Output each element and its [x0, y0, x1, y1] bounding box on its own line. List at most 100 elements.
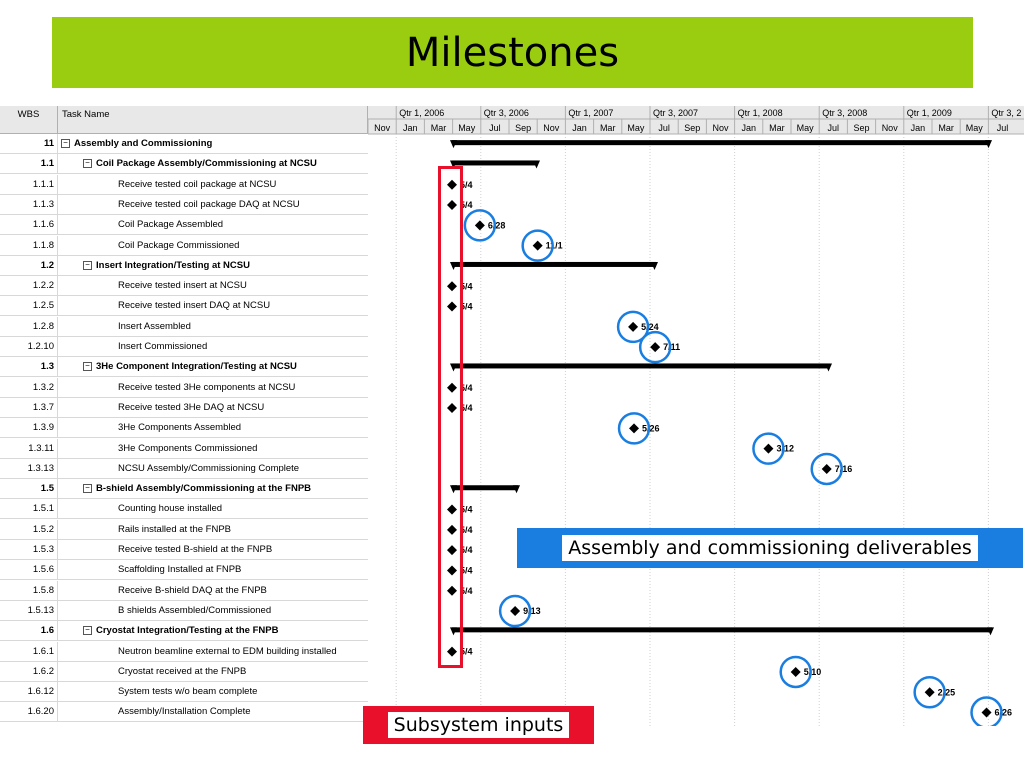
- task-name-text: Receive tested B-shield at the FNPB: [118, 544, 273, 555]
- month-label: Sep: [515, 123, 531, 133]
- month-label: Jan: [911, 123, 926, 133]
- month-label: Jan: [572, 123, 587, 133]
- task-name-cell: Insert Commissioned: [58, 337, 368, 356]
- wbs-cell: 1.2.10: [0, 337, 58, 356]
- wbs-header-label: WBS: [17, 109, 40, 120]
- task-name-text: Receive B-shield DAQ at the FNPB: [118, 584, 267, 596]
- quarter-label: Qtr 3, 2006: [484, 108, 529, 118]
- task-name-text: Coil Package Assembled: [118, 219, 224, 231]
- wbs-cell: 1.6: [0, 621, 58, 641]
- milestone-date-label: 5/4: [460, 383, 473, 393]
- task-name-cell: −Cryostat Integration/Testing at the FNP…: [58, 621, 368, 640]
- milestone-date-label: 11/1: [546, 241, 563, 251]
- highlight-circle: [638, 330, 672, 364]
- wbs-cell: 1.5.13: [0, 600, 58, 620]
- milestone-date-label: 7/11: [663, 342, 680, 352]
- milestone-diamond: [447, 565, 457, 576]
- collapse-icon[interactable]: −: [61, 138, 70, 148]
- table-row[interactable]: 1.5−B-shield Assembly/Commissioning at t…: [0, 479, 368, 500]
- wbs-cell: 1.5.6: [0, 560, 58, 580]
- month-label: Jul: [489, 123, 501, 133]
- title-banner: Milestones: [52, 17, 973, 88]
- quarter-label: Qtr 1, 2008: [738, 108, 783, 118]
- table-row[interactable]: 1.5.13 B shields Assembled/Commissioned: [0, 600, 368, 621]
- milestone-diamond: [924, 687, 935, 698]
- quarter-label: Qtr 3, 2007: [653, 108, 698, 118]
- quarter-label: Qtr 1, 2009: [907, 108, 952, 118]
- collapse-icon[interactable]: −: [83, 159, 92, 169]
- milestone-date-label: 7/16: [835, 464, 853, 474]
- month-label: Mar: [600, 123, 616, 133]
- task-name-text: Receive tested 3He components at NCSU: [118, 381, 296, 393]
- milestone-date-label: 3/12: [776, 444, 794, 454]
- milestone-date-label: 9/13: [523, 606, 541, 616]
- milestone-date-label: 5/4: [460, 281, 473, 291]
- month-label: May: [627, 123, 645, 133]
- collapse-icon[interactable]: −: [83, 484, 92, 494]
- collapse-icon[interactable]: −: [83, 260, 92, 270]
- wbs-cell: 1.1.6: [0, 215, 58, 235]
- task-name-text: B shields Assembled/Commissioned: [118, 604, 272, 616]
- summary-bar: [452, 261, 656, 267]
- task-name-cell: −Insert Integration/Testing at NCSU: [58, 256, 368, 275]
- task-name-cell: Rails installed at the FNPB: [58, 520, 368, 539]
- milestone-diamond: [447, 301, 457, 312]
- table-row[interactable]: 1.2−Insert Integration/Testing at NCSU: [0, 255, 368, 276]
- table-row[interactable]: 1.2.10 Insert Commissioned: [0, 337, 368, 357]
- task-name-text: Receive tested coil package DAQ at NCSU: [118, 198, 300, 210]
- table-row[interactable]: 1.3−3He Component Integration/Testing at…: [0, 357, 368, 378]
- wbs-cell: 1.1.1: [0, 174, 58, 194]
- page-title: Milestones: [405, 29, 620, 76]
- milestone-diamond: [447, 403, 457, 414]
- task-name-text: Insert Commissioned: [118, 341, 208, 352]
- wbs-cell: 1.2: [0, 255, 58, 275]
- task-name-cell: Coil Package Commissioned: [58, 236, 368, 255]
- collapse-icon[interactable]: −: [83, 362, 92, 372]
- month-label: Nov: [374, 123, 391, 133]
- task-name-text: Receive tested 3He DAQ at NCSU: [118, 401, 265, 413]
- wbs-cell: 1.6.12: [0, 682, 58, 702]
- month-label: Nov: [882, 123, 899, 133]
- table-row[interactable]: 1.6−Cryostat Integration/Testing at the …: [0, 621, 368, 642]
- task-name-text: Assembly and Commissioning: [74, 138, 213, 149]
- task-name-cell: 3He Components Assembled: [58, 418, 368, 437]
- month-label: May: [966, 123, 984, 133]
- month-label: Jul: [997, 123, 1009, 133]
- month-label: Nov: [543, 123, 560, 133]
- collapse-icon[interactable]: −: [83, 626, 92, 636]
- highlight-circle: [617, 412, 651, 445]
- month-label: Sep: [684, 123, 700, 133]
- table-row[interactable]: 11−Assembly and Commissioning: [0, 134, 368, 154]
- wbs-header[interactable]: WBS: [0, 106, 58, 134]
- task-name-text: Coil Package Assembly/Commissioning at N…: [96, 158, 317, 170]
- milestone-date-label: 5/24: [641, 322, 659, 332]
- table-row[interactable]: 1.1.6 Coil Package Assembled: [0, 215, 368, 236]
- task-name-header[interactable]: Task Name: [58, 106, 368, 134]
- wbs-cell: 1.6.20: [0, 702, 58, 722]
- task-name-cell: Neutron beamline external to EDM buildin…: [58, 642, 368, 661]
- summary-bar: [452, 140, 990, 146]
- task-name-text: Neutron beamline external to EDM buildin…: [118, 645, 337, 657]
- table-row[interactable]: 1.1−Coil Package Assembly/Commissioning …: [0, 154, 368, 175]
